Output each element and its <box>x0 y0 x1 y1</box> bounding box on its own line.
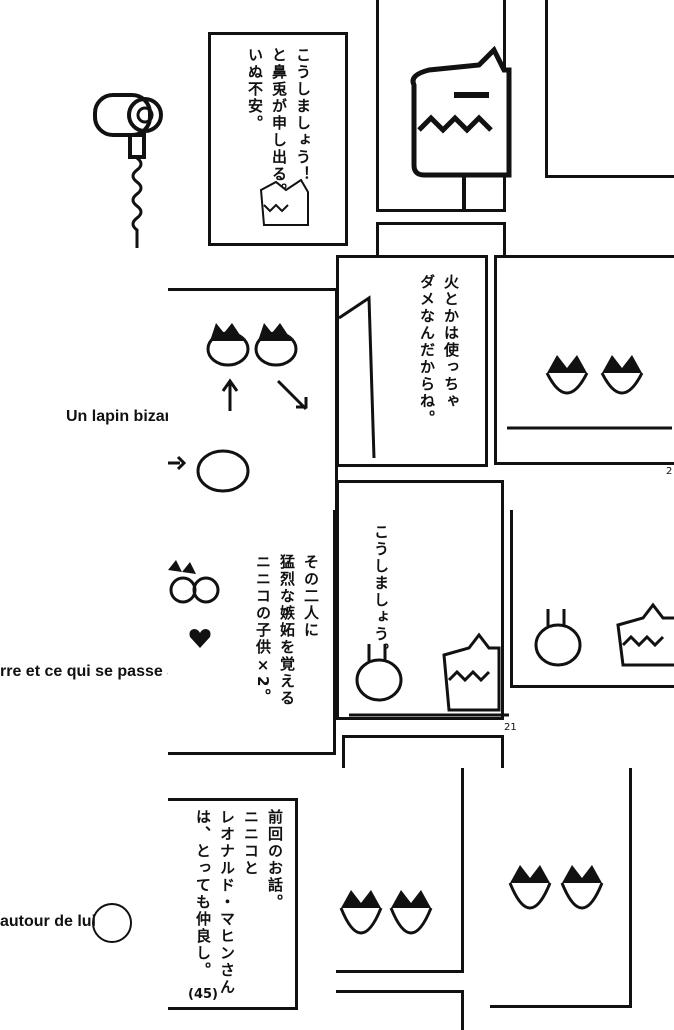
panel-2-line-2: ダメなんだからね。 <box>418 274 436 427</box>
panel-5: 前回のお話。 ニニコと レオナルド・マヒンさん は、とっても仲良し。 (45) <box>168 798 298 1010</box>
panel-1-line-2: と鼻兎が申し出る。 <box>270 47 288 200</box>
panel-3-line-2: 猛烈な嫉妬を覚える <box>278 554 296 707</box>
hair-dryer-icon <box>93 93 163 248</box>
character-dog-icon <box>410 45 512 210</box>
panel-row2-strip <box>336 480 504 515</box>
panel-5-line-1: 前回のお話。 <box>266 809 284 911</box>
panel-2: 火とかは使っちゃ ダメなんだからね。 <box>336 255 488 467</box>
author-stamp <box>92 903 132 943</box>
kittens-diagram <box>168 323 308 493</box>
panel-5-line-2: ニニコと <box>242 809 260 877</box>
panel-4: こうしましょう。 <box>336 510 509 720</box>
page-number: 21 <box>504 722 517 733</box>
panel-2-line-1: 火とかは使っちゃ <box>442 274 460 410</box>
caption-autour: autour de lui <box>0 913 96 930</box>
kittens-group-icon <box>339 890 433 935</box>
panel-3: その二人に 猛烈な嫉妬を覚える ニニコの子供×2。 <box>168 510 336 755</box>
panel-5-line-3: レオナルド・マヒンさん <box>218 809 236 996</box>
character-cat-icon <box>338 295 376 459</box>
panel-5-number: (45) <box>188 987 218 1002</box>
panel-row3-strip <box>342 735 504 770</box>
caption-passe: rre et ce qui se passe a <box>0 663 177 680</box>
kittens-group-icon <box>507 355 672 430</box>
character-dog-icon <box>259 178 309 226</box>
page-number: 2 <box>666 466 673 477</box>
panel-row4-right <box>490 768 632 1008</box>
panel-row1-right <box>545 0 674 178</box>
panel-3-line-3: ニニコの子供×2。 <box>254 554 272 706</box>
panel-row4-strip <box>336 990 464 1030</box>
kittens-group-icon <box>508 865 604 910</box>
panel-row3-right <box>510 510 674 688</box>
panel-dog-closeup <box>376 0 512 212</box>
panel-row2-right <box>494 255 674 465</box>
heart-icon <box>189 629 211 648</box>
panel-1-line-3: いぬ不安。 <box>246 47 264 132</box>
panel-4-line-1: こうしましょう。 <box>372 524 390 660</box>
panel-arrows <box>168 288 338 510</box>
caption-rabbit: Un lapin bizar <box>66 408 171 425</box>
panel-1: こうしましょう！ と鼻兎が申し出る。 いぬ不安。 <box>208 32 348 246</box>
panel-5-line-4: は、とっても仲良し。 <box>194 809 212 979</box>
panel-1-line-1: こうしましょう！ <box>294 47 312 183</box>
rabbit-and-dog-icon <box>534 602 674 667</box>
rabbit-and-dog-icon <box>349 632 509 717</box>
panel-3-line-1: その二人に <box>302 554 320 639</box>
character-cat-icon <box>168 560 220 604</box>
panel-row4-cats <box>336 768 464 973</box>
